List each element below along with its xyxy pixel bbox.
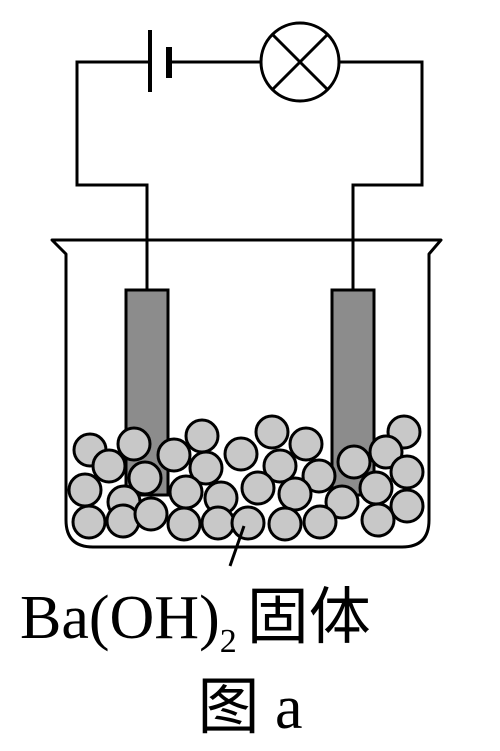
solid-particle	[184, 418, 220, 454]
solid-particle	[389, 454, 425, 490]
solid-particle	[324, 484, 360, 520]
label-suffix: 固体	[247, 584, 371, 652]
solid-particle	[389, 488, 425, 524]
solid-particle	[288, 426, 324, 462]
solid-particle	[188, 450, 224, 486]
formula-main: Ba(OH)	[20, 584, 220, 652]
ba-oh2-solid-particles	[67, 414, 425, 542]
solid-particle	[166, 506, 202, 542]
lamp-icon	[259, 21, 341, 103]
solid-particle	[127, 460, 163, 496]
solid-particle	[368, 434, 404, 470]
solid-particle	[156, 437, 192, 473]
formula-subscript: 2	[220, 623, 237, 660]
solid-particle	[301, 458, 337, 494]
solid-particle	[267, 506, 303, 542]
circuit-wires	[75, 60, 424, 290]
solid-particle	[67, 472, 103, 508]
wire-left	[75, 60, 150, 290]
solid-particle	[358, 470, 394, 506]
solid-particle	[240, 470, 276, 506]
solid-particle	[262, 448, 298, 484]
solid-particle	[200, 505, 236, 541]
wire-right	[339, 60, 424, 290]
substance-label: Ba(OH)2 固体	[20, 584, 371, 660]
solid-particle	[116, 426, 152, 462]
figure-caption: 图 a	[197, 674, 302, 742]
beaker	[50, 238, 443, 549]
solid-particle	[336, 444, 372, 480]
label-leader-line	[228, 525, 246, 567]
battery-icon	[148, 30, 172, 92]
solid-particle	[133, 496, 169, 532]
solid-particle	[254, 414, 290, 450]
solid-particle	[302, 504, 338, 540]
solid-particle	[360, 502, 396, 538]
solid-particle	[71, 504, 107, 540]
solid-particle	[91, 448, 127, 484]
solid-particle	[168, 474, 204, 510]
solid-particle	[223, 436, 259, 472]
solid-particle	[230, 505, 266, 541]
solid-particle	[277, 476, 313, 512]
